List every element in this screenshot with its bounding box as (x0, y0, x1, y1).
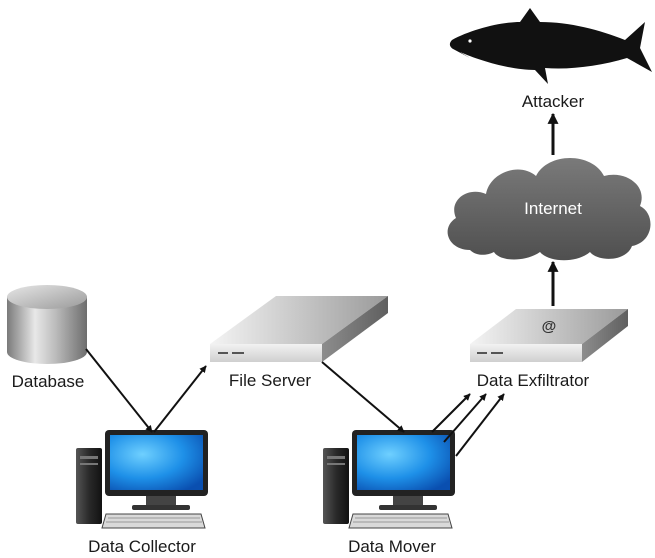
svg-text:@: @ (542, 318, 557, 335)
data-collector-label: Data Collector (88, 537, 196, 556)
data-mover-label: Data Mover (348, 537, 436, 556)
arrow-mover-to-exfiltrator (455, 393, 505, 457)
cloud-icon (447, 158, 651, 261)
arrow-mover-to-exfiltrator (443, 393, 487, 443)
internet-label: Internet (524, 199, 582, 218)
attacker-label: Attacker (522, 92, 585, 111)
database-cylinder-icon (7, 285, 87, 364)
arrow-mover-to-exfiltrator (431, 393, 471, 433)
database-label: Database (12, 372, 85, 391)
desktop-computer-icon (76, 430, 208, 529)
server-appliance-email-icon: @ (470, 309, 628, 362)
desktop-computer-icon (323, 430, 455, 529)
arrow-database-to-collector (85, 348, 153, 433)
file-server-label: File Server (229, 371, 312, 390)
data-exfiltrator-label: Data Exfiltrator (477, 371, 590, 390)
arrow-collector-to-file-server (153, 365, 207, 433)
shark-icon (449, 8, 652, 84)
server-appliance-icon (210, 296, 388, 362)
arrow-file-server-to-mover (321, 361, 405, 433)
